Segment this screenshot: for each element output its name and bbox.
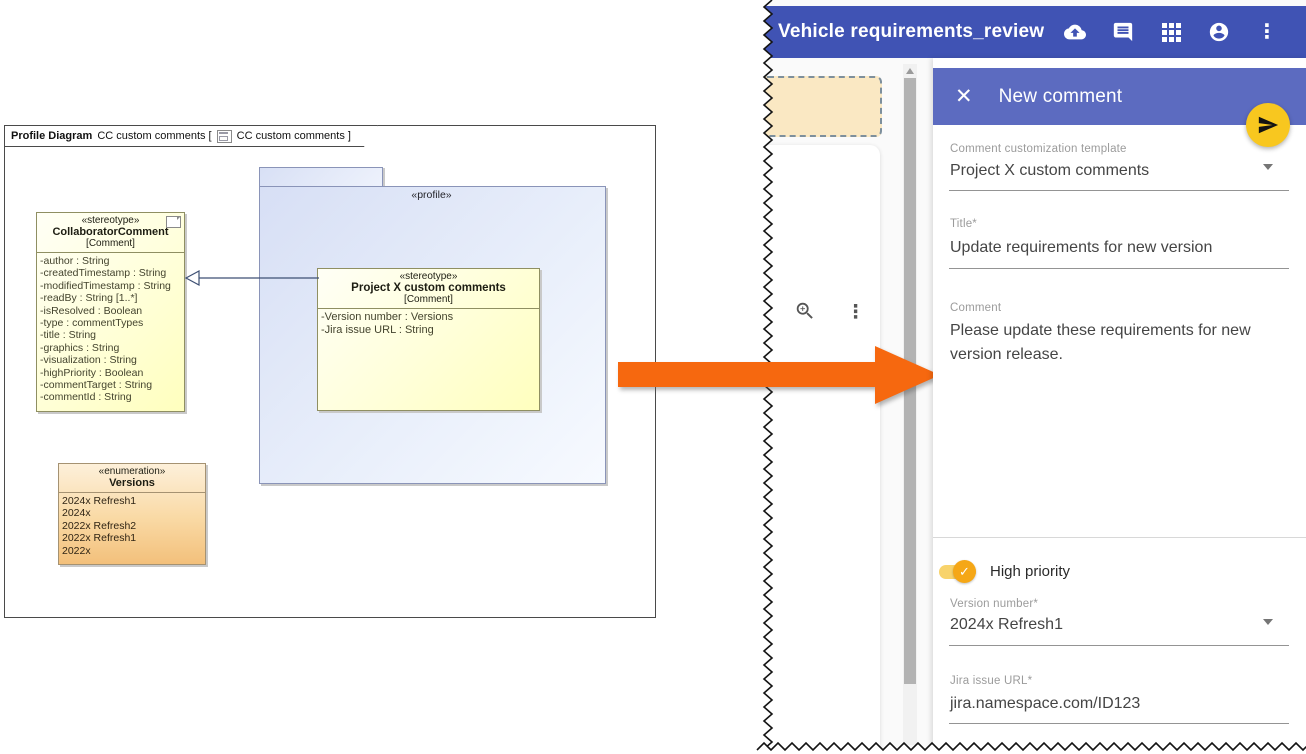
- title-field-label: Title*: [950, 218, 977, 230]
- attribute-line: -commentId : String: [40, 391, 132, 404]
- jira-field-value[interactable]: jira.namespace.com/ID123: [950, 695, 1141, 712]
- attribute-line: -Version number : Versions: [321, 311, 454, 323]
- profile-stereotype-label: «profile»: [411, 189, 452, 201]
- version-field-label: Version number*: [950, 598, 1039, 610]
- projectx-header: «stereotype» Project X custom comments […: [318, 269, 539, 309]
- template-field-underline: [949, 190, 1289, 191]
- account-icon[interactable]: [1208, 21, 1230, 43]
- profile-package-tab: [259, 167, 383, 188]
- send-button[interactable]: [1246, 103, 1290, 147]
- attribute-line: -commentTarget : String: [40, 379, 153, 392]
- diagram-type-label: Profile Diagram: [11, 130, 93, 142]
- comment-icon[interactable]: [1112, 21, 1134, 43]
- class-name: CollaboratorComment: [52, 226, 169, 238]
- diagram-title-tab: Profile Diagram CC custom comments [ CC …: [4, 125, 378, 147]
- literal-line: 2022x: [62, 544, 91, 557]
- template-field-label: Comment customization template: [950, 143, 1127, 155]
- attribute-line: -modifiedTimestamp : String: [40, 279, 171, 292]
- panel-header: ✕ New comment: [933, 68, 1306, 125]
- attribute-line: -highPriority : Boolean: [40, 366, 144, 379]
- class-name: Project X custom comments: [351, 282, 506, 294]
- generalization-connector: [184, 269, 319, 287]
- attribute-line: -readBy : String [1..*]: [40, 292, 138, 305]
- metaclass-label: [Comment]: [86, 238, 135, 249]
- attribute-line: -title : String: [40, 329, 97, 342]
- attribute-list: -Version number : Versions-Jira issue UR…: [318, 309, 539, 339]
- stereotype-keyword: «stereotype»: [399, 271, 458, 282]
- version-field-value[interactable]: 2024x Refresh1: [950, 616, 1063, 633]
- collaborator-comment-class: «stereotype» CollaboratorComment [Commen…: [36, 212, 185, 412]
- zoom-in-icon[interactable]: [794, 300, 816, 327]
- chevron-down-icon[interactable]: [1263, 164, 1273, 170]
- chevron-down-icon[interactable]: [1263, 619, 1273, 625]
- attribute-line: -graphics : String: [40, 341, 120, 354]
- literal-line: 2024x Refresh1: [62, 495, 137, 507]
- stereotype-keyword: «stereotype»: [81, 215, 140, 226]
- diagram-context-end: CC custom comments ]: [236, 130, 351, 142]
- enumeration-name: Versions: [109, 477, 155, 489]
- app-header-icons: ⋮: [1064, 21, 1278, 43]
- attribute-line: -createdTimestamp : String: [40, 267, 167, 280]
- app-title: Vehicle requirements_review: [778, 21, 1045, 42]
- jira-field-label: Jira issue URL*: [950, 675, 1033, 687]
- title-field-underline: [949, 268, 1289, 269]
- send-icon: [1258, 116, 1279, 134]
- new-comment-panel: ✕ New comment Comment customization temp…: [933, 58, 1306, 748]
- attribute-line: -type : commentTypes: [40, 317, 144, 330]
- high-priority-label: High priority: [990, 563, 1071, 580]
- cloud-upload-icon[interactable]: [1064, 21, 1086, 43]
- literal-line: 2022x Refresh1: [62, 532, 137, 545]
- toggle-check-icon[interactable]: ✓: [953, 560, 976, 583]
- versions-header: «enumeration» Versions: [59, 464, 205, 493]
- section-divider: [933, 537, 1306, 538]
- attribute-line: -visualization : String: [40, 354, 137, 367]
- projectx-class: «stereotype» Project X custom comments […: [317, 268, 540, 411]
- attribute-line: -author : String: [40, 255, 110, 267]
- selected-comment-note[interactable]: [762, 76, 882, 137]
- comments-pane: ⋮: [758, 145, 880, 754]
- attribute-list: -author : String-createdTimestamp : Stri…: [37, 253, 184, 406]
- collaborator-comment-header: «stereotype» CollaboratorComment [Commen…: [37, 213, 184, 253]
- attribute-line: -isResolved : Boolean: [40, 304, 143, 317]
- template-field-value[interactable]: Project X custom comments: [950, 162, 1150, 179]
- scrollbar-up-arrow-icon[interactable]: [906, 68, 914, 74]
- version-field-underline: [949, 645, 1289, 646]
- app-header: Vehicle requirements_review ⋮: [758, 6, 1306, 58]
- title-field-value[interactable]: Update requirements for new version: [950, 239, 1213, 256]
- close-icon[interactable]: ✕: [955, 85, 973, 108]
- more-vertical-icon[interactable]: ⋮: [1257, 21, 1277, 43]
- note-icon: [166, 216, 181, 228]
- diagram-context-label: CC custom comments [: [97, 130, 212, 142]
- attribute-line: -Jira issue URL : String: [321, 324, 434, 336]
- more-vertical-icon[interactable]: ⋮: [846, 302, 866, 323]
- metaclass-label: [Comment]: [404, 294, 453, 305]
- panel-title: New comment: [998, 85, 1123, 107]
- literal-line: 2024x: [62, 507, 91, 520]
- comment-field-value[interactable]: Please update these requirements for new…: [950, 322, 1251, 363]
- callout-arrow: [618, 346, 940, 404]
- jira-field-underline: [949, 723, 1289, 724]
- apps-grid-icon[interactable]: [1160, 21, 1182, 43]
- stereotype-keyword: «enumeration»: [98, 466, 166, 477]
- profile-diagram-icon: [217, 130, 232, 143]
- literal-line: 2022x Refresh2: [62, 519, 137, 532]
- comment-field-label: Comment: [950, 302, 1002, 314]
